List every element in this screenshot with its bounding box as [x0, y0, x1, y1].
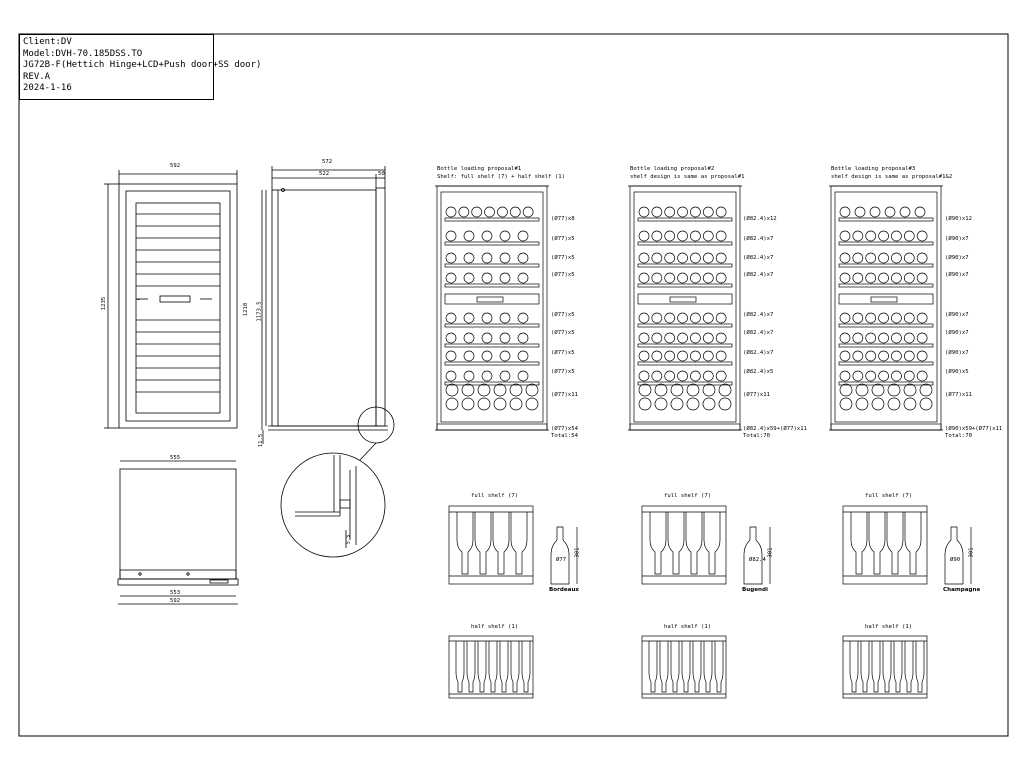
bottle-count-label: (Ø77)x5	[551, 236, 575, 242]
total-formula: (Ø77)x54	[551, 426, 578, 432]
total-formula: (Ø82.4)x59+(Ø77)x11	[743, 426, 807, 432]
bottle-name-label: Bugendi	[742, 587, 768, 593]
proposal-subtitle: Shelf: full shelf (7) + half shelf (1)	[437, 174, 565, 180]
dim-side-door-depth: 50	[378, 171, 385, 177]
bottle-name-label: Bordeaux	[549, 587, 580, 593]
dim-side-height: 1218	[243, 302, 250, 317]
front-view: —	[104, 170, 238, 429]
dim-front-height: 1235	[101, 296, 108, 311]
proposal-title: Bottle loading proposal#2	[630, 166, 715, 172]
full-shelf-label: full shelf (7)	[664, 493, 712, 499]
bottle-count-label: (Ø90)x7	[945, 330, 969, 336]
bottle-count-label: (Ø82.4)x7	[743, 255, 774, 261]
dim-side-inner-height: 1173.5	[256, 301, 263, 322]
shelf-detail	[842, 505, 972, 699]
total-count: Total:54	[551, 433, 578, 439]
bottle-count-label: (Ø90)x7	[945, 312, 969, 318]
config-label: JG72B-F(Hettich Hinge+LCD+Push door+SS d…	[23, 60, 262, 71]
half-shelf-label: half shelf (1)	[471, 624, 519, 630]
hinge-detail	[280, 442, 386, 558]
bottle-count-label: (Ø90)x7	[945, 350, 969, 356]
bottle-diameter-label: Ø77	[556, 557, 567, 563]
bottle-diameter-label: Ø90	[950, 557, 961, 563]
bottle-count-label: (Ø82.4)x7	[743, 350, 774, 356]
dim-top-inner: 553	[170, 590, 181, 596]
top-view	[117, 460, 239, 605]
side-view	[261, 166, 395, 444]
sheet-border	[18, 33, 1009, 737]
bottle-height-label: 301	[574, 547, 581, 558]
full-shelf-label: full shelf (7)	[865, 493, 913, 499]
bottle-count-label: (Ø77)x5	[551, 369, 575, 375]
proposal-title: Bottle loading proposal#3	[831, 166, 916, 172]
bottle-count-label: (Ø82.4)x7	[743, 330, 774, 336]
dim-top-depth: 555	[170, 455, 181, 461]
svg-text:—: —	[137, 297, 141, 303]
bottle-count-label: (Ø77)x8	[551, 216, 575, 222]
bottle-height-label: 301	[968, 547, 975, 558]
bottle-count-label: (Ø77)x5	[551, 312, 575, 318]
full-shelf-label: full shelf (7)	[471, 493, 519, 499]
dim-front-width: 592	[170, 163, 181, 169]
date-label: 2024-1-16	[23, 83, 72, 94]
proposal-subtitle: shelf design is same as proposal#1&2	[831, 174, 953, 180]
bottle-diameter-label: Ø82.4	[749, 557, 766, 563]
bottle-count-label: (Ø77)x5	[551, 350, 575, 356]
bottle-count-label: (Ø77)x11	[743, 392, 770, 398]
bottle-count-label: (Ø90)x12	[945, 216, 972, 222]
shelf-detail	[448, 505, 578, 699]
bottle-count-label: (Ø90)x7	[945, 272, 969, 278]
dim-side-foot: 11.5	[258, 433, 265, 448]
bottle-count-label: (Ø77)x5	[551, 330, 575, 336]
half-shelf-label: half shelf (1)	[865, 624, 913, 630]
dim-side-depth-total: 572	[322, 159, 333, 165]
bottle-loading-proposals	[435, 185, 943, 431]
proposal-title: Bottle loading proposal#1	[437, 166, 522, 172]
total-count: Total:70	[945, 433, 972, 439]
dim-top-width: 592	[170, 598, 181, 604]
bottle-count-label: (Ø82.4)x7	[743, 312, 774, 318]
bottle-count-label: (Ø77)x11	[551, 392, 578, 398]
dim-detail-gap: 5.5	[343, 534, 350, 545]
total-count: Total:70	[743, 433, 770, 439]
model-label: Model:DVH-70.185DSS.TO	[23, 48, 143, 59]
bottle-count-label: (Ø82.4)x5	[743, 369, 774, 375]
proposal-subtitle: shelf design is same as proposal#1	[630, 174, 745, 180]
dim-side-depth-body: 522	[319, 171, 330, 177]
half-shelf-label: half shelf (1)	[664, 624, 712, 630]
revision-label: REV.A	[23, 71, 51, 82]
shelf-details	[448, 505, 972, 699]
proposal-cabinet	[829, 185, 943, 431]
bottle-count-label: (Ø90)x7	[945, 255, 969, 261]
total-formula: (Ø90)x59+(Ø77)x11	[945, 426, 1003, 432]
bottle-count-label: (Ø82.4)x7	[743, 236, 774, 242]
bottle-count-label: (Ø77)x11	[945, 392, 972, 398]
bottle-height-label: 301	[767, 547, 774, 558]
proposal-cabinet	[628, 185, 742, 431]
client-label: Client:DV	[23, 37, 72, 47]
bottle-name-label: Champagne	[943, 587, 981, 593]
bottle-count-label: (Ø90)x5	[945, 369, 969, 375]
bottle-count-label: (Ø82.4)x12	[743, 216, 777, 222]
bottle-count-label: (Ø77)x5	[551, 255, 575, 261]
bottle-count-label: (Ø90)x7	[945, 236, 969, 242]
shelf-detail	[641, 505, 771, 699]
proposal-cabinet	[435, 185, 549, 431]
bottle-count-label: (Ø77)x5	[551, 272, 575, 278]
bottle-count-label: (Ø82.4)x7	[743, 272, 774, 278]
title-block: Client:DV Model:DVH-70.185DSS.TO JG72B-F…	[19, 34, 262, 100]
